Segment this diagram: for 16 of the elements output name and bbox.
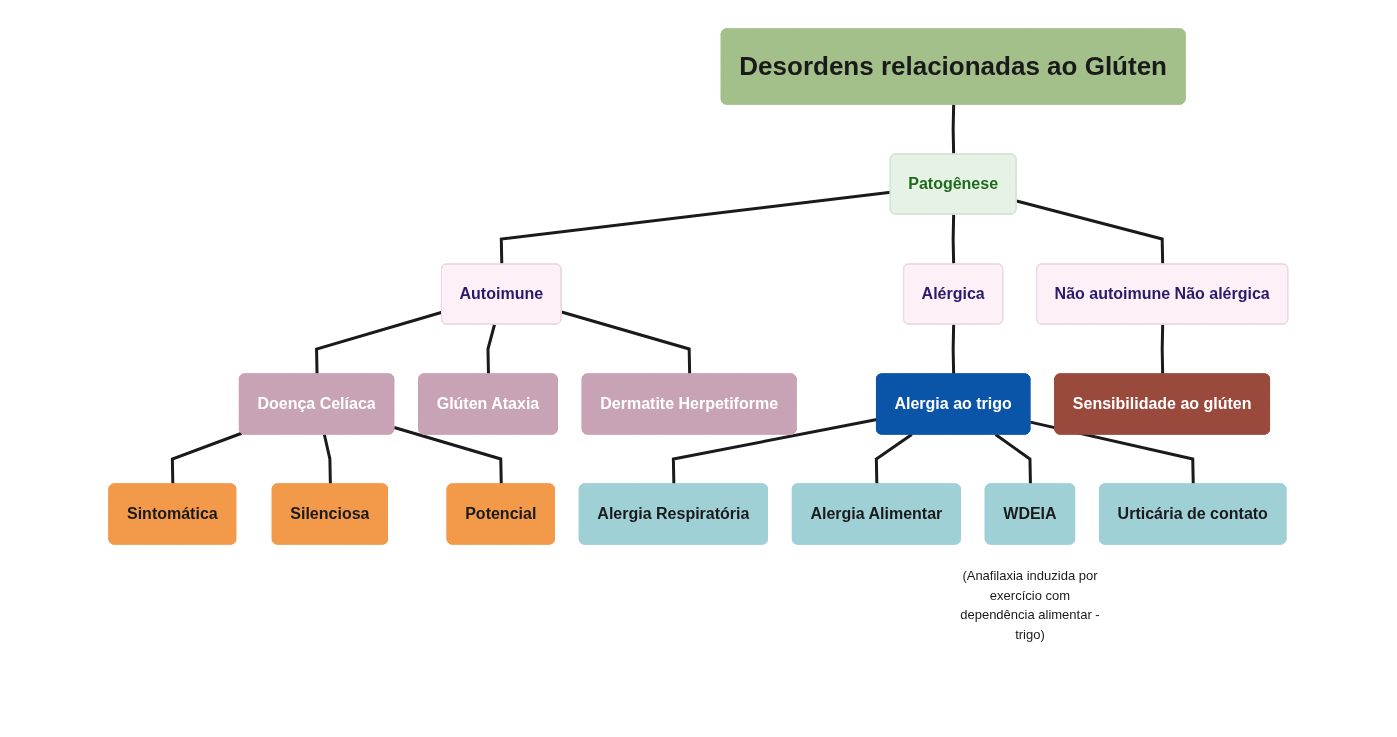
node-label: (Anafilaxia induzida por exercício com dependência alimentar - trigo) <box>960 568 1100 642</box>
connector <box>1160 324 1165 375</box>
connector <box>561 310 692 375</box>
connector <box>1016 199 1165 265</box>
connector <box>951 104 956 155</box>
connector <box>499 190 892 265</box>
connector <box>951 214 956 265</box>
connector <box>874 433 913 485</box>
connector <box>994 433 1033 485</box>
connector <box>170 431 243 485</box>
connector <box>322 434 332 485</box>
connector <box>671 418 878 485</box>
connector <box>393 426 503 485</box>
connector <box>951 324 956 375</box>
connector <box>315 310 443 375</box>
connector <box>486 324 497 375</box>
